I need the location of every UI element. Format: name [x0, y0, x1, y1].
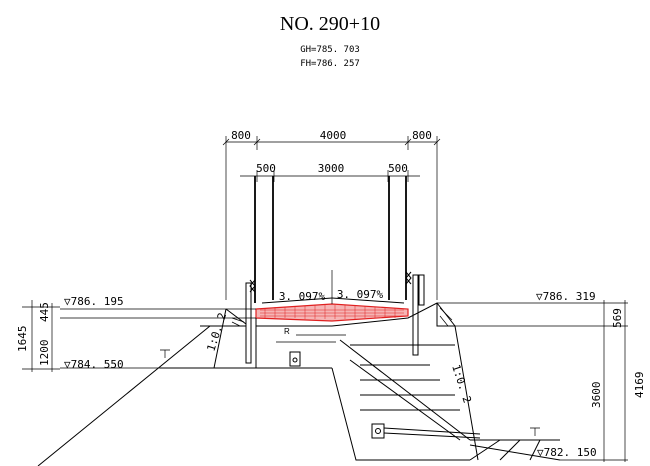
left-post	[245, 282, 252, 364]
second-dimension-line	[240, 170, 420, 182]
dim-500-left: 500	[256, 162, 276, 175]
elevation-left-bottom: ▽784. 550	[64, 358, 124, 371]
dim-569: 569	[611, 308, 624, 328]
formation-height-label: FH=786. 257	[300, 59, 360, 69]
dim-3600: 3600	[590, 382, 603, 409]
dim-3000: 3000	[318, 162, 345, 175]
left-grade-line	[261, 297, 333, 304]
right-slope-ratio: 1:0. 2	[449, 363, 474, 405]
right-guardrail-posts	[388, 176, 412, 300]
elevation-left-top: ▽786. 195	[64, 295, 124, 308]
left-guardrail-posts	[249, 176, 274, 303]
station-title: NO. 290+10	[280, 13, 380, 35]
r-mark: R	[284, 327, 290, 336]
dim-445: 445	[38, 302, 51, 322]
left-grade-label: 3. 097%	[279, 290, 326, 303]
elevation-right-bottom: ▽782. 150	[537, 446, 597, 459]
dim-800-right: 800	[412, 129, 432, 142]
top-dimension-line	[222, 136, 441, 300]
dim-1200: 1200	[38, 340, 51, 367]
dim-500-right: 500	[388, 162, 408, 175]
dim-4169: 4169	[633, 372, 646, 399]
left-slope-ratio: 1:0. 2	[204, 311, 229, 353]
right-embankment	[339, 303, 561, 461]
right-post-cap	[418, 274, 425, 306]
right-grade-line	[331, 297, 405, 304]
elevation-right-top: ▽786. 319	[536, 290, 596, 303]
left-elevation-lines	[22, 300, 256, 372]
ground-height-label: GH=785. 703	[300, 45, 360, 55]
right-grade-label: 3. 097%	[337, 288, 384, 301]
dim-4000: 4000	[320, 129, 347, 142]
pavement-layer	[255, 303, 409, 322]
dim-800-left: 800	[231, 129, 251, 142]
dim-1645: 1645	[16, 326, 29, 353]
left-embankment	[37, 308, 332, 466]
center-structure	[255, 302, 470, 461]
right-elevation-lines	[437, 300, 628, 462]
